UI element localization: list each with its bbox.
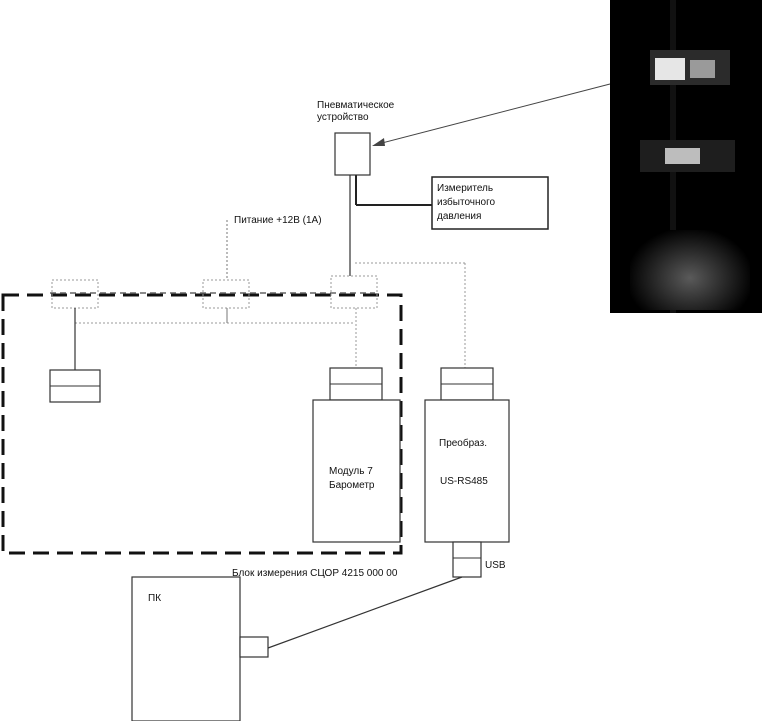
power-label: Питание +12В (1А) [234, 215, 322, 226]
pressure-meter-label-line2: избыточного [437, 197, 496, 208]
converter-title-label: Преобраз. [439, 438, 487, 449]
converter-model-label: US-RS485 [440, 476, 488, 487]
pc-label: ПК [148, 593, 162, 604]
measurement-unit-label: Блок измерения СЦОР 4215 000 00 [232, 568, 398, 579]
pneumatic-device-label-line1: Пневматическое [317, 100, 395, 111]
module-label-line2: Барометр [329, 480, 375, 491]
converter-body [424, 399, 510, 543]
connector-middle [202, 279, 250, 309]
pc-port [239, 636, 269, 658]
photo-pointer-line [377, 83, 611, 145]
pressure-meter-label-line3: давления [437, 211, 482, 222]
pressure-meter-box [431, 176, 549, 230]
photo-part-top-light [655, 58, 685, 80]
photo-part-top-gray [690, 60, 715, 78]
measurement-unit-border [1, 293, 403, 555]
connector-right [330, 275, 378, 309]
pc-body [131, 576, 241, 722]
usb-label: USB [485, 560, 506, 571]
usb-plug [452, 541, 482, 578]
pressure-meter-label-line1: Измеритель [437, 183, 494, 194]
module-body [312, 399, 401, 543]
module-label-line1: Модуль 7 [329, 466, 373, 477]
pneumatic-device-box [334, 132, 371, 176]
photo-part-bottom [630, 230, 750, 310]
photo-part-middle-light [665, 148, 700, 164]
usb-cable [267, 576, 463, 649]
pneumatic-device-label-line2: устройство [317, 112, 369, 123]
photo-pointer-arrowhead [372, 138, 385, 146]
equipment-photo [610, 0, 762, 313]
